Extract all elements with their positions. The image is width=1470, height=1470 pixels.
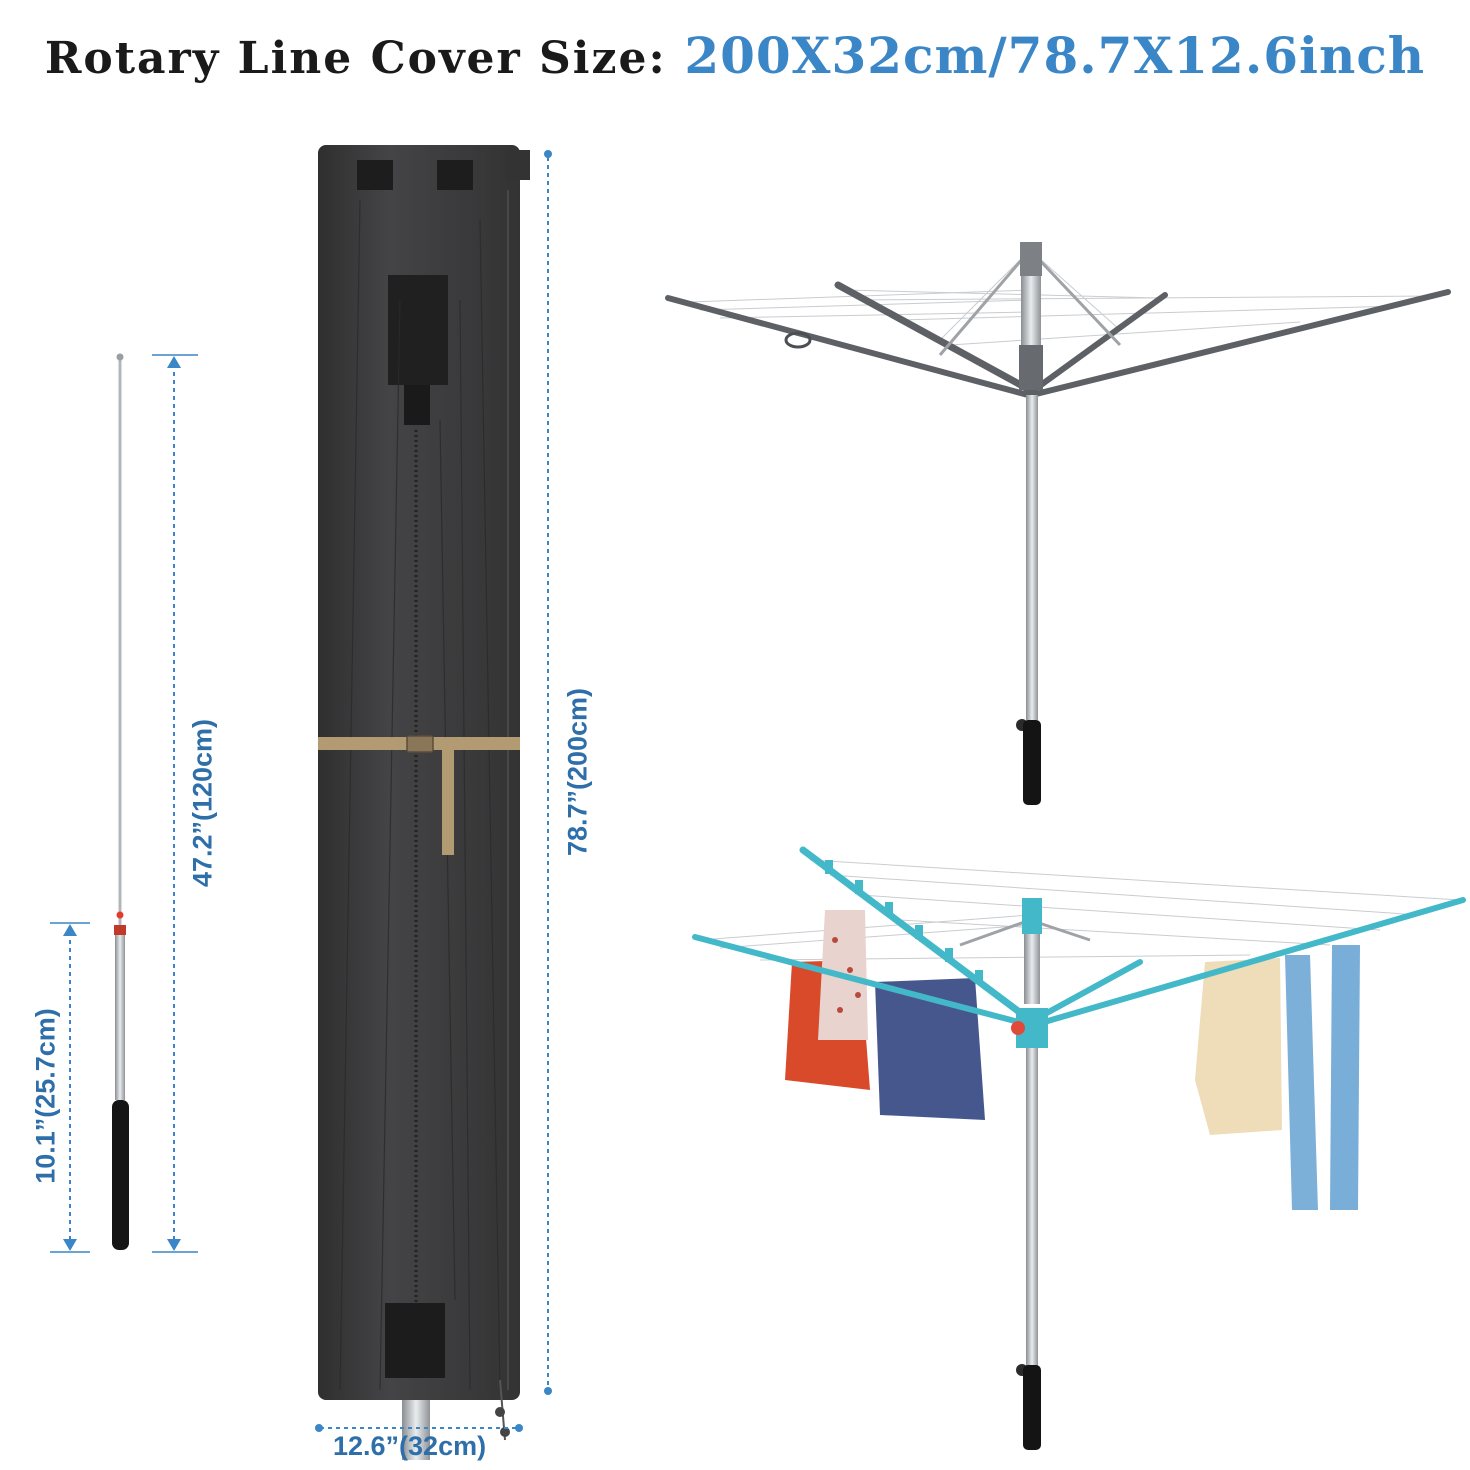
cover-bag-icon <box>318 145 530 1460</box>
pole-retracted-label: 10.1”(25.7cm) <box>30 1008 61 1184</box>
cover-height-dimension-line <box>544 150 552 1395</box>
title-size-value: 200X32cm/78.7X12.6inch <box>684 26 1426 85</box>
cover-height-label: 78.7”(200cm) <box>562 687 593 857</box>
rotary-dryer-icon <box>665 242 1451 805</box>
telescopic-pole-icon <box>112 353 129 1250</box>
title-label: Rotary Line Cover Size: <box>44 33 667 84</box>
cover-width-dimension-line <box>315 1424 523 1432</box>
pole-retracted-dimension-line <box>50 922 90 1253</box>
rotary-dryer-with-clothes-icon <box>692 846 1466 1450</box>
headline: Rotary Line Cover Size: 200X32cm/78.7X12… <box>0 26 1470 85</box>
pole-extended-dimension-line <box>152 354 198 1253</box>
cover-width-label: 12.6”(32cm) <box>333 1431 487 1461</box>
pole-extended-label: 47.2”(120cm) <box>187 718 218 888</box>
